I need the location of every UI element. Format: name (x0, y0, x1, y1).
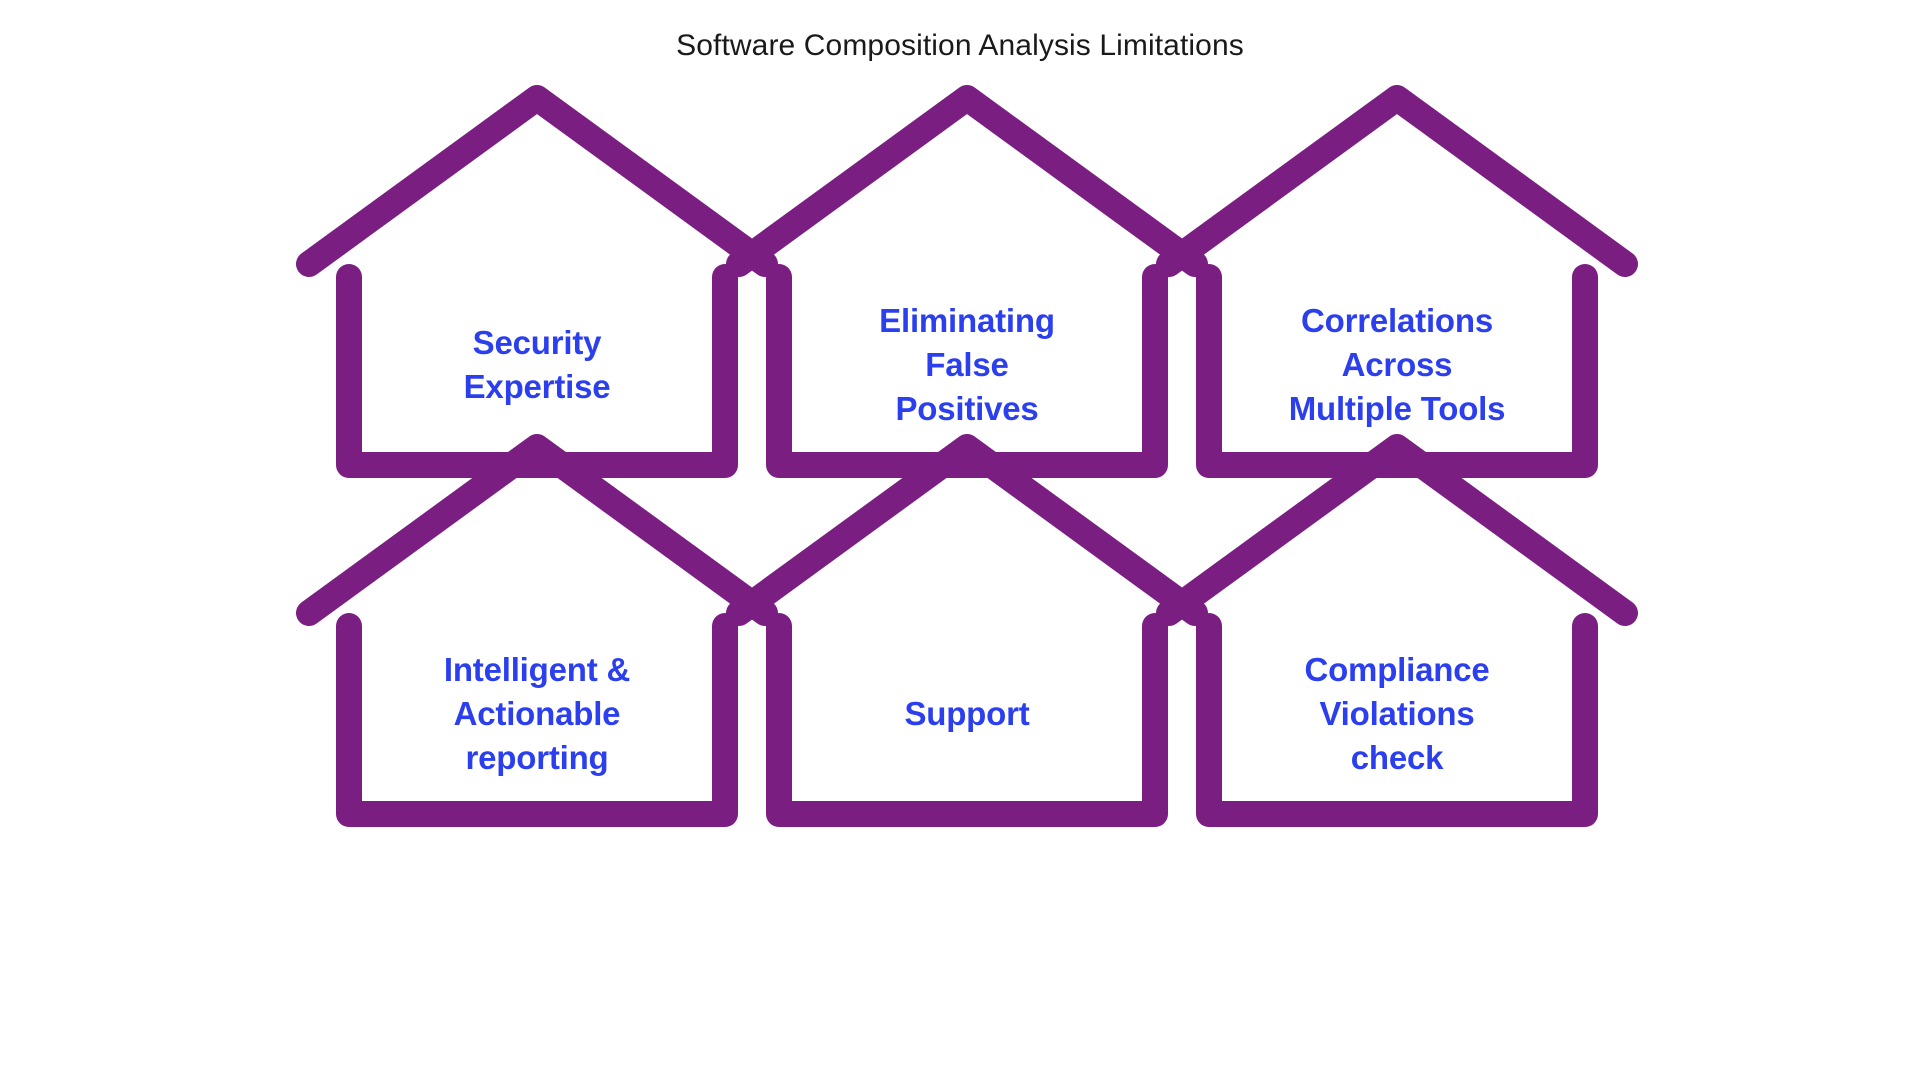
house-shape-icon (296, 85, 778, 478)
house-shape-icon (296, 434, 778, 827)
page-title: Software Composition Analysis Limitation… (676, 29, 1244, 62)
house-shape-icon (726, 434, 1208, 827)
house-shape-icon (1156, 85, 1638, 478)
house-item-support[interactable]: Support (717, 421, 1217, 827)
house-item-intelligent-actionable-reporting[interactable]: Intelligent & Actionable reporting (287, 421, 787, 827)
house-shape-icon (726, 85, 1208, 478)
house-item-security-expertise[interactable]: Security Expertise (287, 72, 787, 478)
house-item-eliminating-false-positives[interactable]: Eliminating False Positives (717, 72, 1217, 478)
house-item-compliance-violations-check[interactable]: Compliance Violations check (1147, 421, 1647, 827)
house-shape-icon (1156, 434, 1638, 827)
house-item-correlations-across-multiple-tools[interactable]: Correlations Across Multiple Tools (1147, 72, 1647, 478)
